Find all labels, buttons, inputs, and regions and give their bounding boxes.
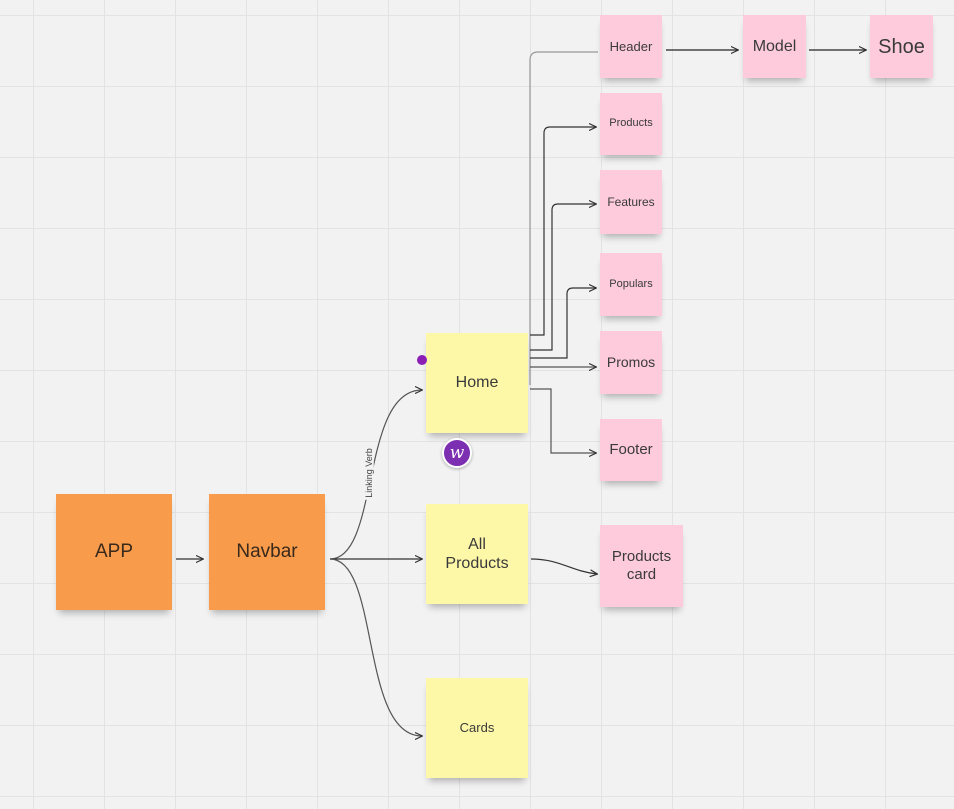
note-cards[interactable]: Cards	[426, 678, 528, 778]
note-features[interactable]: Features	[600, 170, 662, 234]
note-shoe[interactable]: Shoe	[870, 15, 933, 78]
note-products[interactable]: Products	[600, 93, 662, 155]
note-all-products[interactable]: All Products	[426, 504, 528, 604]
note-promos[interactable]: Promos	[600, 331, 662, 394]
collaborator-avatar[interactable]: w	[442, 438, 472, 468]
note-header[interactable]: Header	[600, 15, 662, 78]
note-home[interactable]: Home	[426, 333, 528, 433]
collaborator-cursor-dot	[417, 355, 427, 365]
edge-label-linking-verb[interactable]: Linking Verb	[363, 446, 374, 500]
note-navbar[interactable]: Navbar	[209, 494, 325, 610]
note-model[interactable]: Model	[743, 15, 806, 78]
note-products-card[interactable]: Products card	[600, 525, 683, 607]
note-footer[interactable]: Footer	[600, 419, 662, 481]
note-populars[interactable]: Populars	[600, 253, 662, 316]
note-app[interactable]: APP	[56, 494, 172, 610]
